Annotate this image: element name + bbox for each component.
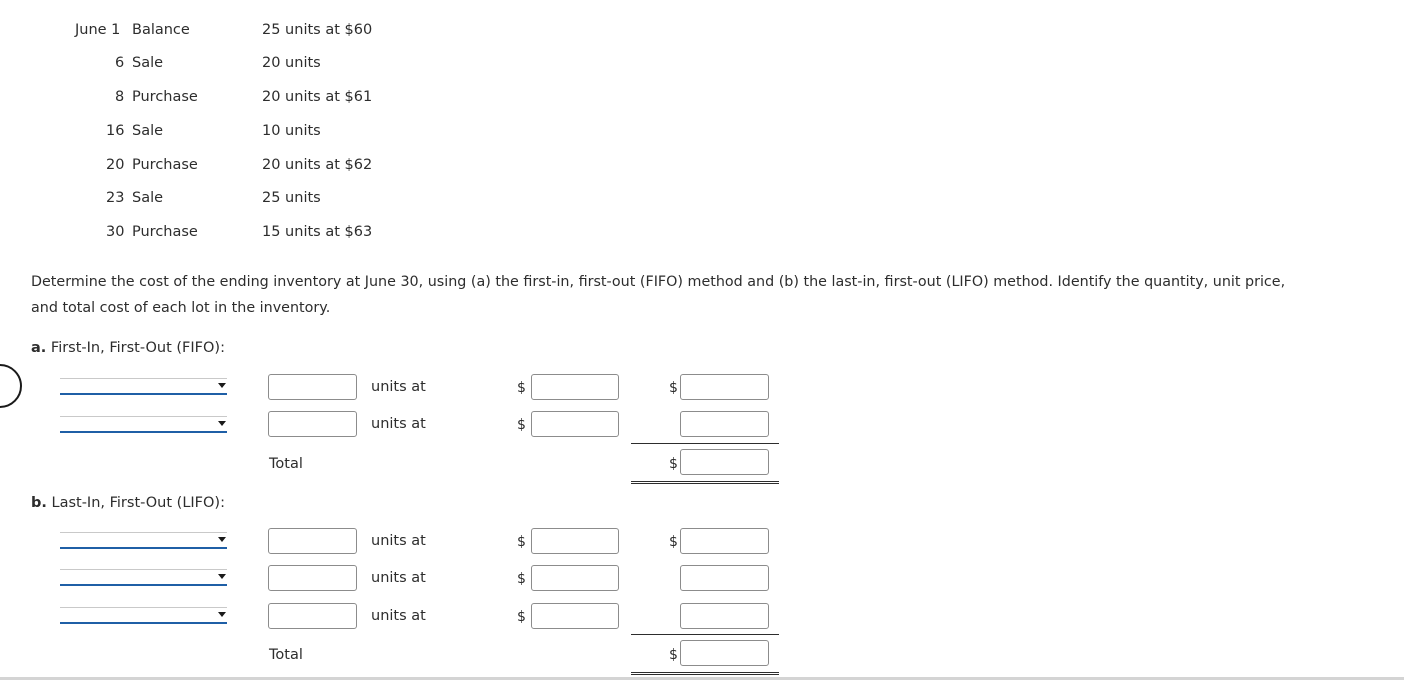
dollar-sign: $ bbox=[517, 534, 526, 550]
transaction-detail: 10 units bbox=[262, 123, 321, 139]
lifo-lot-3-dropdown[interactable] bbox=[60, 607, 227, 624]
fifo-total-cost-input[interactable] bbox=[680, 449, 769, 475]
lifo-lot-2-total-cost-input[interactable] bbox=[680, 565, 769, 591]
dollar-sign: $ bbox=[669, 456, 678, 472]
lifo-lot-2-quantity-input[interactable] bbox=[268, 565, 357, 591]
transaction-date: June 1 bbox=[75, 22, 121, 38]
instructions-line-1: Determine the cost of the ending invento… bbox=[31, 274, 1286, 290]
dollar-sign: $ bbox=[517, 571, 526, 587]
units-at-label: units at bbox=[371, 533, 426, 549]
total-double-rule bbox=[631, 672, 779, 675]
units-at-label: units at bbox=[371, 608, 426, 624]
instructions-line-2: and total cost of each lot in the invent… bbox=[31, 300, 331, 316]
lifo-lot-1-total-cost-input[interactable] bbox=[680, 528, 769, 554]
part-a-heading: a. First-In, First-Out (FIFO): bbox=[31, 340, 225, 356]
units-at-label: units at bbox=[371, 570, 426, 586]
fifo-lot-2-quantity-input[interactable] bbox=[268, 411, 357, 437]
horizontal-scrollbar[interactable] bbox=[0, 677, 1404, 680]
subtotal-rule bbox=[631, 634, 779, 635]
fifo-lot-1-dropdown[interactable] bbox=[60, 378, 227, 395]
dollar-sign: $ bbox=[517, 380, 526, 396]
dollar-sign: $ bbox=[669, 647, 678, 663]
transaction-date: 20 bbox=[106, 157, 125, 173]
part-a-title: First-In, First-Out (FIFO): bbox=[50, 340, 225, 356]
transaction-date: 16 bbox=[106, 123, 125, 139]
chevron-down-icon bbox=[218, 574, 226, 579]
transaction-detail: 20 units at $61 bbox=[262, 89, 373, 105]
transaction-date: 23 bbox=[106, 190, 125, 206]
lifo-lot-3-quantity-input[interactable] bbox=[268, 603, 357, 629]
dollar-sign: $ bbox=[669, 380, 678, 396]
lifo-lot-3-unit-price-input[interactable] bbox=[531, 603, 619, 629]
transaction-date: 30 bbox=[106, 224, 125, 240]
transaction-type: Purchase bbox=[132, 157, 198, 173]
focus-ring bbox=[0, 364, 22, 408]
lifo-total-label: Total bbox=[269, 647, 303, 663]
fifo-lot-2-dropdown[interactable] bbox=[60, 416, 227, 433]
transaction-type: Sale bbox=[132, 123, 164, 139]
fifo-lot-1-unit-price-input[interactable] bbox=[531, 374, 619, 400]
fifo-lot-1-quantity-input[interactable] bbox=[268, 374, 357, 400]
transaction-detail: 20 units bbox=[262, 55, 321, 71]
fifo-lot-2-unit-price-input[interactable] bbox=[531, 411, 619, 437]
transaction-detail: 15 units at $63 bbox=[262, 224, 373, 240]
total-double-rule bbox=[631, 481, 779, 484]
transaction-type: Balance bbox=[132, 22, 190, 38]
transaction-detail: 20 units at $62 bbox=[262, 157, 373, 173]
fifo-total-label: Total bbox=[269, 456, 303, 472]
subtotal-rule bbox=[631, 443, 779, 444]
transaction-type: Purchase bbox=[132, 89, 198, 105]
transaction-type: Sale bbox=[132, 55, 164, 71]
lifo-lot-1-quantity-input[interactable] bbox=[268, 528, 357, 554]
lifo-lot-1-dropdown[interactable] bbox=[60, 532, 227, 549]
fifo-lot-2-total-cost-input[interactable] bbox=[680, 411, 769, 437]
chevron-down-icon bbox=[218, 383, 226, 388]
transaction-date: 8 bbox=[115, 89, 125, 105]
chevron-down-icon bbox=[218, 421, 226, 426]
lifo-lot-2-unit-price-input[interactable] bbox=[531, 565, 619, 591]
part-a-letter: a. bbox=[31, 340, 47, 356]
chevron-down-icon bbox=[218, 537, 226, 542]
units-at-label: units at bbox=[371, 379, 426, 395]
transaction-detail: 25 units bbox=[262, 190, 321, 206]
lifo-lot-3-total-cost-input[interactable] bbox=[680, 603, 769, 629]
lifo-lot-2-dropdown[interactable] bbox=[60, 569, 227, 586]
fifo-lot-1-total-cost-input[interactable] bbox=[680, 374, 769, 400]
dollar-sign: $ bbox=[669, 534, 678, 550]
transaction-date: 6 bbox=[115, 55, 125, 71]
transaction-detail: 25 units at $60 bbox=[262, 22, 373, 38]
chevron-down-icon bbox=[218, 612, 226, 617]
transaction-type: Purchase bbox=[132, 224, 198, 240]
dollar-sign: $ bbox=[517, 609, 526, 625]
transaction-type: Sale bbox=[132, 190, 164, 206]
part-b-heading: b. Last-In, First-Out (LIFO): bbox=[31, 495, 225, 511]
part-b-title: Last-In, First-Out (LIFO): bbox=[51, 495, 225, 511]
units-at-label: units at bbox=[371, 416, 426, 432]
part-b-letter: b. bbox=[31, 495, 47, 511]
lifo-total-cost-input[interactable] bbox=[680, 640, 769, 666]
dollar-sign: $ bbox=[517, 417, 526, 433]
lifo-lot-1-unit-price-input[interactable] bbox=[531, 528, 619, 554]
